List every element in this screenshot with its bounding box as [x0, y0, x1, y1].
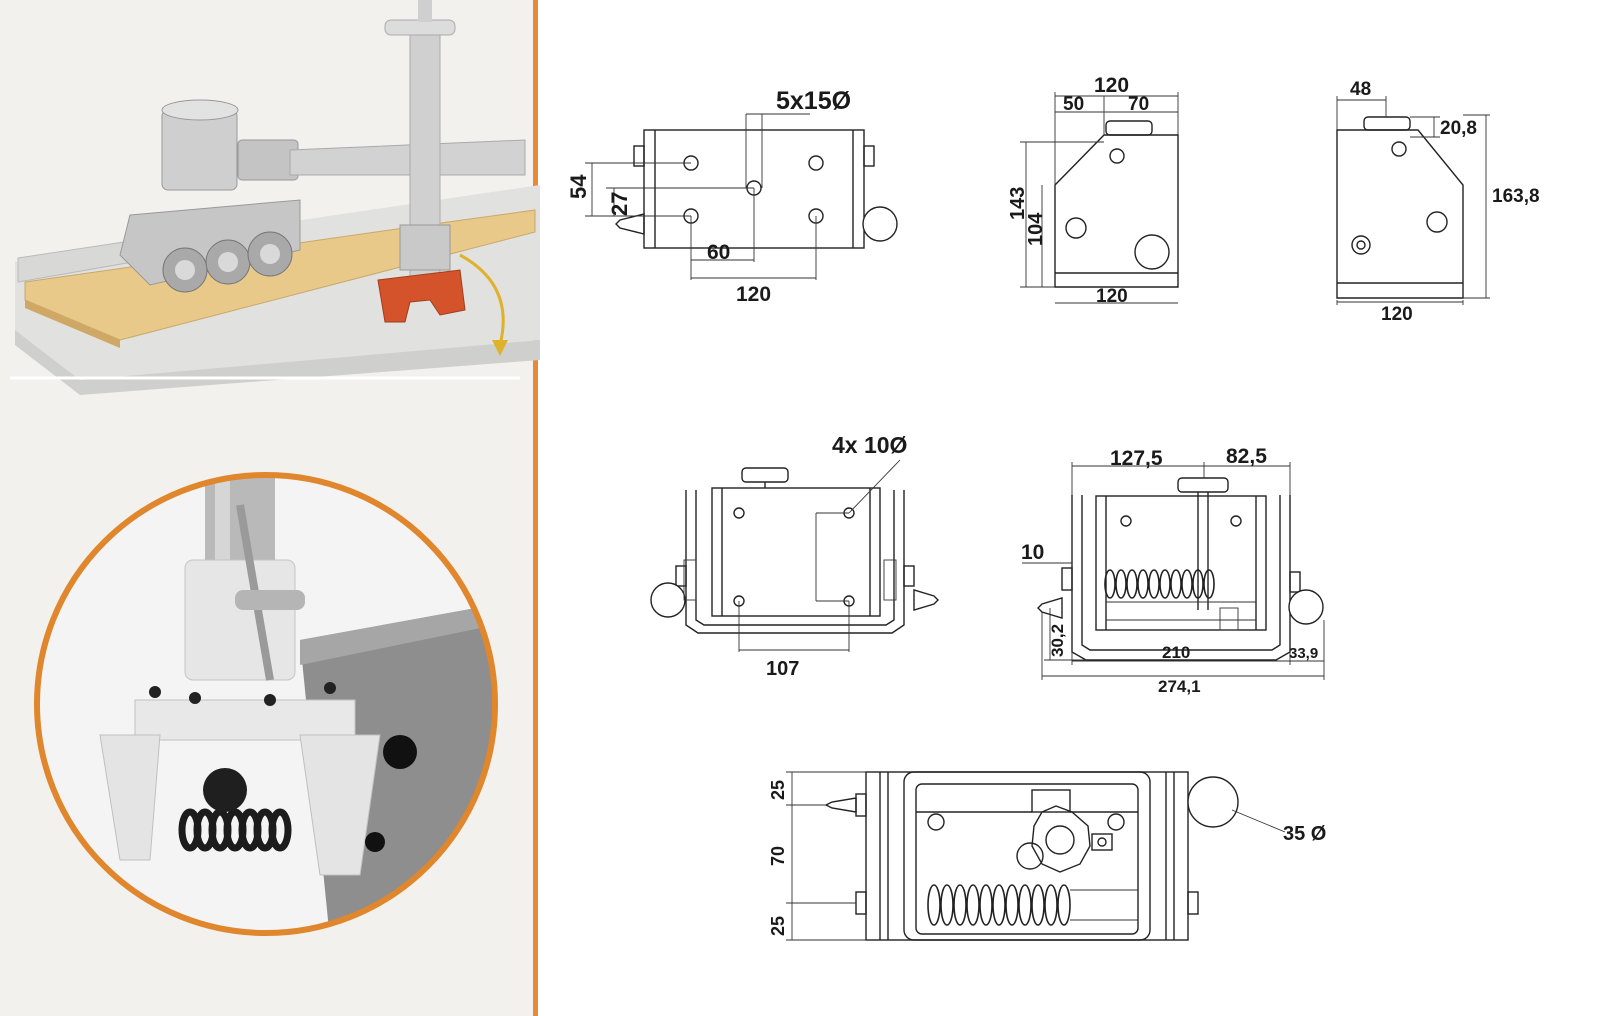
dim-70-label: 70 — [768, 846, 788, 866]
dim-48-label: 48 — [1350, 79, 1371, 100]
section-view: 127,5 82,5 10 30,2 210 33,9 274,1 — [1021, 445, 1325, 696]
dim-107-label: 107 — [766, 658, 799, 680]
red-base-clamp — [377, 269, 466, 323]
dim-210-label: 210 — [1162, 643, 1190, 662]
dim-10-label: 10 — [1021, 541, 1044, 564]
dim-27-label: 27 — [607, 192, 632, 216]
orange-divider — [533, 0, 538, 1016]
dim-33-9-label: 33,9 — [1289, 645, 1318, 662]
clamp-detail-illustration — [34, 472, 498, 936]
power-feeder-illustration — [15, 0, 540, 395]
top-view: 5x15Ø 54 27 60 120 — [566, 87, 898, 306]
holes-callout-label: 5x15Ø — [776, 87, 851, 115]
mounting-hole — [808, 155, 824, 171]
dim-70-label: 70 — [1128, 94, 1149, 115]
dim-25-bottom-label: 25 — [768, 916, 788, 936]
dim-143-label: 143 — [1007, 187, 1029, 220]
dim-25-top-label: 25 — [768, 780, 788, 800]
dim-60-label: 60 — [707, 241, 730, 264]
dim-82-5-label: 82,5 — [1226, 445, 1267, 468]
dim-50-label: 50 — [1063, 94, 1084, 115]
side-view-right: 48 20,8 163,8 120 — [1336, 79, 1540, 325]
dim-120-top-label: 120 — [1094, 74, 1129, 97]
dim-30-2-label: 30,2 — [1048, 624, 1067, 657]
front-view: 4x 10Ø 107 — [650, 432, 939, 680]
feeder-motor — [161, 109, 238, 191]
dim-20-8-label: 20,8 — [1440, 118, 1477, 139]
dim-163-8-label: 163,8 — [1492, 186, 1540, 207]
dim-274-1-label: 274,1 — [1158, 677, 1201, 696]
dim-127-5-label: 127,5 — [1110, 447, 1163, 470]
dim-120-right-label: 120 — [1381, 304, 1413, 325]
side-view-left: 120 50 70 143 104 120 — [1007, 74, 1179, 307]
bottom-view: 25 70 25 35 Ø — [768, 771, 1326, 941]
knob-35-callout: 35 Ø — [1283, 823, 1326, 845]
dim-120-bottom-label: 120 — [1096, 286, 1128, 307]
dim-120-label: 120 — [736, 283, 771, 306]
dim-54-label: 54 — [566, 174, 591, 199]
dim-104-label: 104 — [1025, 212, 1047, 246]
holes-4x10-callout: 4x 10Ø — [832, 432, 907, 458]
